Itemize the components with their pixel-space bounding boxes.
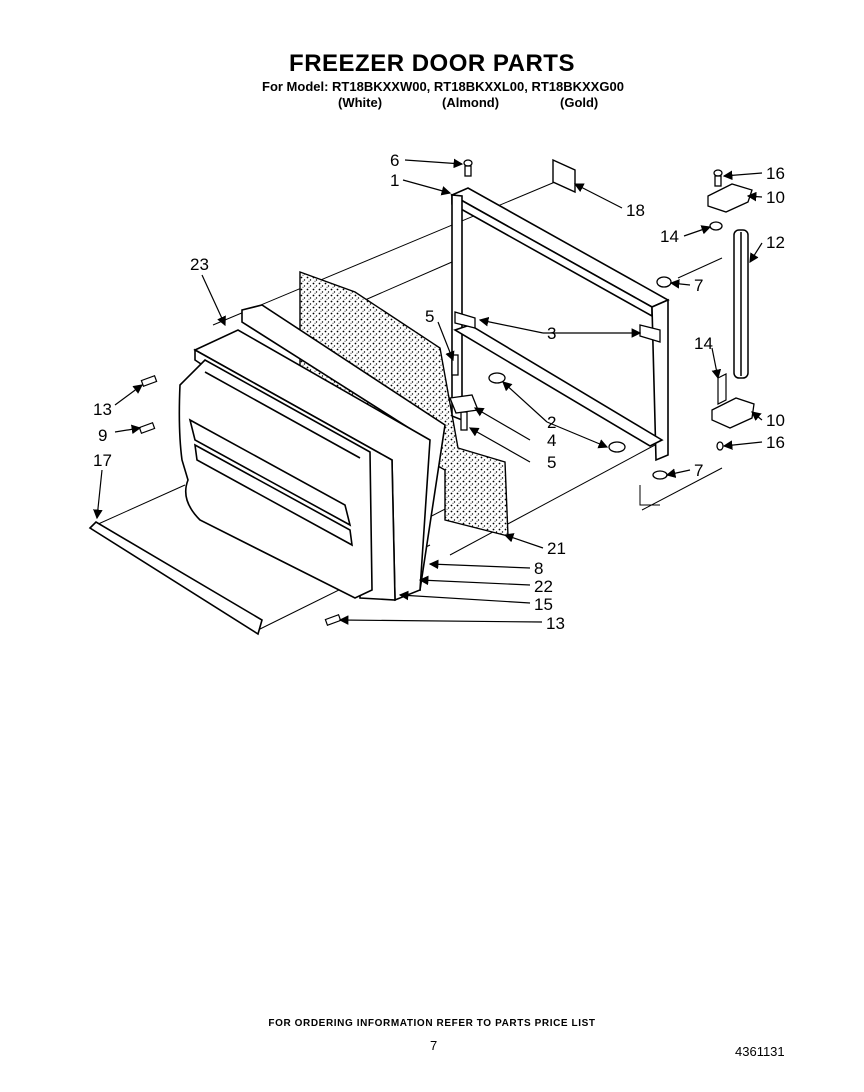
part-7-plug-bottom	[652, 470, 668, 480]
callout-6: 6	[390, 151, 399, 170]
part-2-bumper-a	[488, 372, 506, 384]
small-hardware	[449, 159, 724, 480]
callout-22: 22	[534, 577, 553, 596]
part-17-trim-strip	[88, 520, 263, 636]
callout-14-top: 14	[660, 227, 679, 246]
part-18-label-plate	[552, 158, 576, 194]
callout-1: 1	[390, 171, 399, 190]
document-number: 4361131	[735, 1044, 785, 1059]
callout-13-bottom: 13	[546, 614, 565, 633]
callout-16-top: 16	[766, 164, 785, 183]
callout-9: 9	[98, 426, 107, 445]
callout-12: 12	[766, 233, 785, 252]
part-12-handle	[733, 229, 749, 379]
callout-17: 17	[93, 451, 112, 470]
callout-15: 15	[534, 595, 553, 614]
callout-10-lower: 10	[766, 411, 785, 430]
callout-13-left: 13	[93, 400, 112, 419]
part-14-bracket	[717, 373, 727, 405]
callout-7-lower: 7	[694, 461, 703, 480]
callout-5-upper: 5	[425, 307, 434, 326]
part-16-screw-top	[713, 169, 723, 177]
part-3-hinges	[454, 311, 661, 343]
callout-14-lower: 14	[694, 334, 713, 353]
part-1-door-frame	[450, 187, 670, 462]
callout-5-lower: 5	[547, 453, 556, 472]
color-gold: (Gold)	[560, 95, 599, 110]
door-panel	[193, 329, 431, 602]
part-14-washer-top	[709, 221, 723, 231]
callout-4: 4	[547, 431, 556, 450]
callout-7-top: 7	[694, 276, 703, 295]
model-line: For Model: RT18BKXXW00, RT18BKXXL00, RT1…	[262, 79, 624, 94]
leader-lines	[93, 158, 763, 625]
color-almond: (Almond)	[442, 95, 500, 110]
ordering-info: FOR ORDERING INFORMATION REFER TO PARTS …	[268, 1018, 596, 1029]
part-7-plug-top	[656, 276, 672, 288]
callout-21: 21	[547, 539, 566, 558]
callout-2: 2	[547, 413, 556, 432]
part-2-bumper-b	[608, 441, 626, 453]
part-16-screw-bottom	[716, 441, 724, 451]
callout-8: 8	[534, 559, 543, 578]
door-liner	[178, 359, 373, 599]
callout-3: 3	[547, 324, 556, 343]
callout-16-lower: 16	[766, 433, 785, 452]
callout-18: 18	[626, 201, 645, 220]
page-number: 7	[430, 1038, 438, 1053]
callout-labels: 6 1 18 16 10 12 14 7 23 5 3 2 4 5 13 9 1…	[93, 151, 785, 633]
part-5-screw-b	[460, 411, 468, 431]
part-6-screw	[463, 159, 473, 167]
callout-10-top: 10	[766, 188, 785, 207]
page-title: FREEZER DOOR PARTS	[289, 50, 575, 77]
part-10-hinge-pins	[707, 183, 755, 429]
color-white: (White)	[338, 95, 383, 110]
screws-9-13	[138, 375, 342, 626]
callout-23: 23	[190, 255, 209, 274]
part-5-screw-a	[451, 354, 459, 376]
